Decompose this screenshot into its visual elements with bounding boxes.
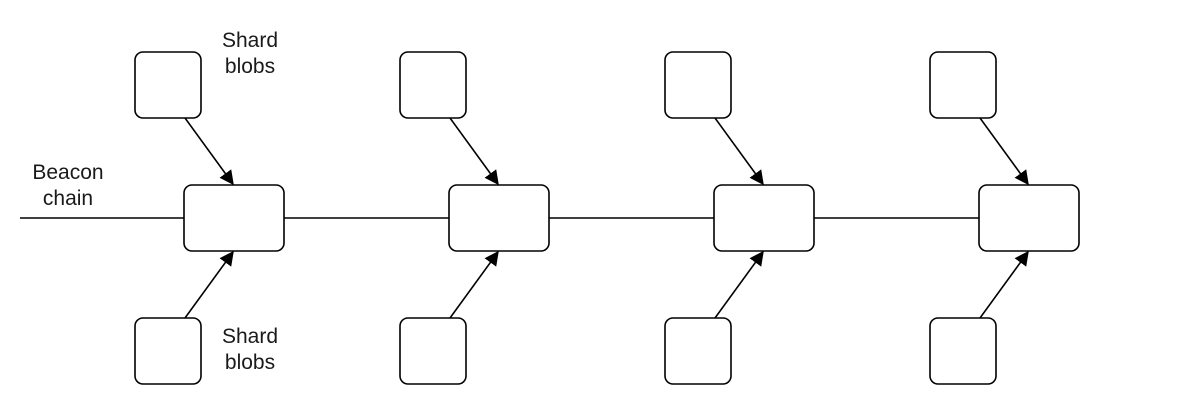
shard-blob-top [664,51,732,119]
arrow-bottom-to-block [449,250,499,319]
arrow-bottom-to-block [714,250,764,319]
arrow-bottom-to-block [184,250,234,319]
beacon-block [448,184,550,252]
beacon-block [978,184,1080,252]
beacon-chain-label: Beacon chain [18,160,118,212]
shard-blob-bottom [929,317,997,385]
arrow-top-to-block [184,117,234,186]
arrow-top-to-block [714,117,764,186]
shard-blob-top [929,51,997,119]
beacon-block [713,184,815,252]
shard-blobs-label-top: Shard blobs [210,28,290,80]
shard-blob-bottom [664,317,732,385]
shard-blob-top [134,51,202,119]
shard-blobs-label-bottom: Shard blobs [210,324,290,376]
arrow-bottom-to-block [979,250,1029,319]
arrow-top-to-block [979,117,1029,186]
arrow-top-to-block [449,117,499,186]
shard-blob-top [399,51,467,119]
shard-blobs-label-top-line2: blobs [224,55,276,78]
shard-blobs-label-bottom-line2: blobs [224,351,276,374]
shard-blob-bottom [134,317,202,385]
shard-blobs-label-bottom-line1: Shard [221,325,279,348]
beacon-chain-label-line1: Beacon [32,161,104,184]
beacon-chain-label-line2: chain [42,187,94,210]
shard-blob-bottom [399,317,467,385]
beacon-block [183,184,285,252]
shard-blobs-label-top-line1: Shard [221,29,279,52]
